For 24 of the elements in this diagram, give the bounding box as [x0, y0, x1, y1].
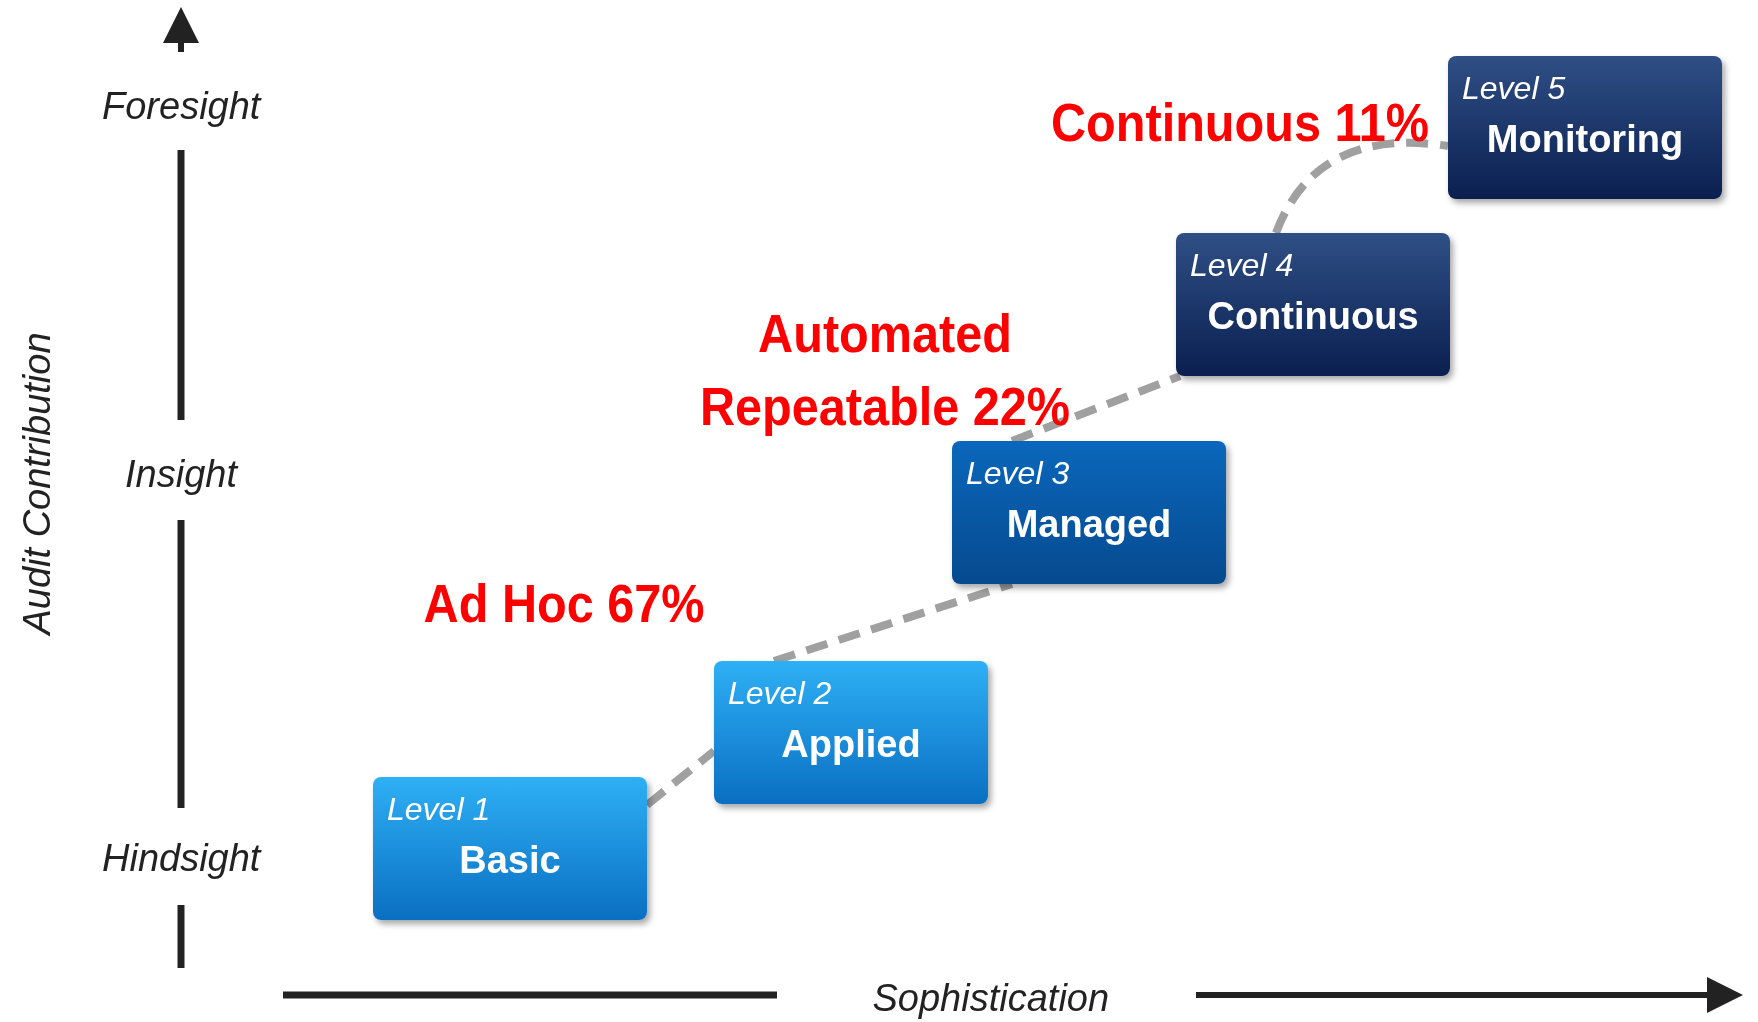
- percentage-label: Automated Repeatable 22%: [698, 302, 1072, 438]
- level-number: Level 4: [1190, 247, 1294, 284]
- level-box: [1448, 56, 1722, 199]
- level-box: [1176, 233, 1450, 376]
- axis-level-label: Hindsight: [102, 836, 261, 880]
- level-box: [714, 661, 988, 804]
- axis-level-label: Insight: [125, 452, 237, 496]
- level-name: Basic: [458, 839, 562, 882]
- level-name: Continuous: [1206, 295, 1420, 338]
- level-number: Level 5: [1462, 70, 1566, 107]
- level-name: Applied: [780, 723, 922, 766]
- axis-title: Audit Contribution: [15, 331, 59, 635]
- level-name: Monitoring: [1485, 118, 1685, 161]
- level-name: Managed: [1005, 503, 1173, 546]
- axis-level-label: Foresight: [102, 84, 261, 128]
- level-box: [373, 777, 647, 920]
- level-box: [952, 441, 1226, 584]
- dashed-connector: [1272, 138, 1449, 235]
- level-number: Level 2: [728, 675, 832, 712]
- level-number: Level 1: [387, 791, 491, 828]
- axis-title: Sophistication: [872, 976, 1110, 1020]
- percentage-label: Ad Hoc 67%: [423, 571, 705, 635]
- percentage-label: Continuous 11%: [1051, 90, 1430, 154]
- level-number: Level 3: [966, 455, 1070, 492]
